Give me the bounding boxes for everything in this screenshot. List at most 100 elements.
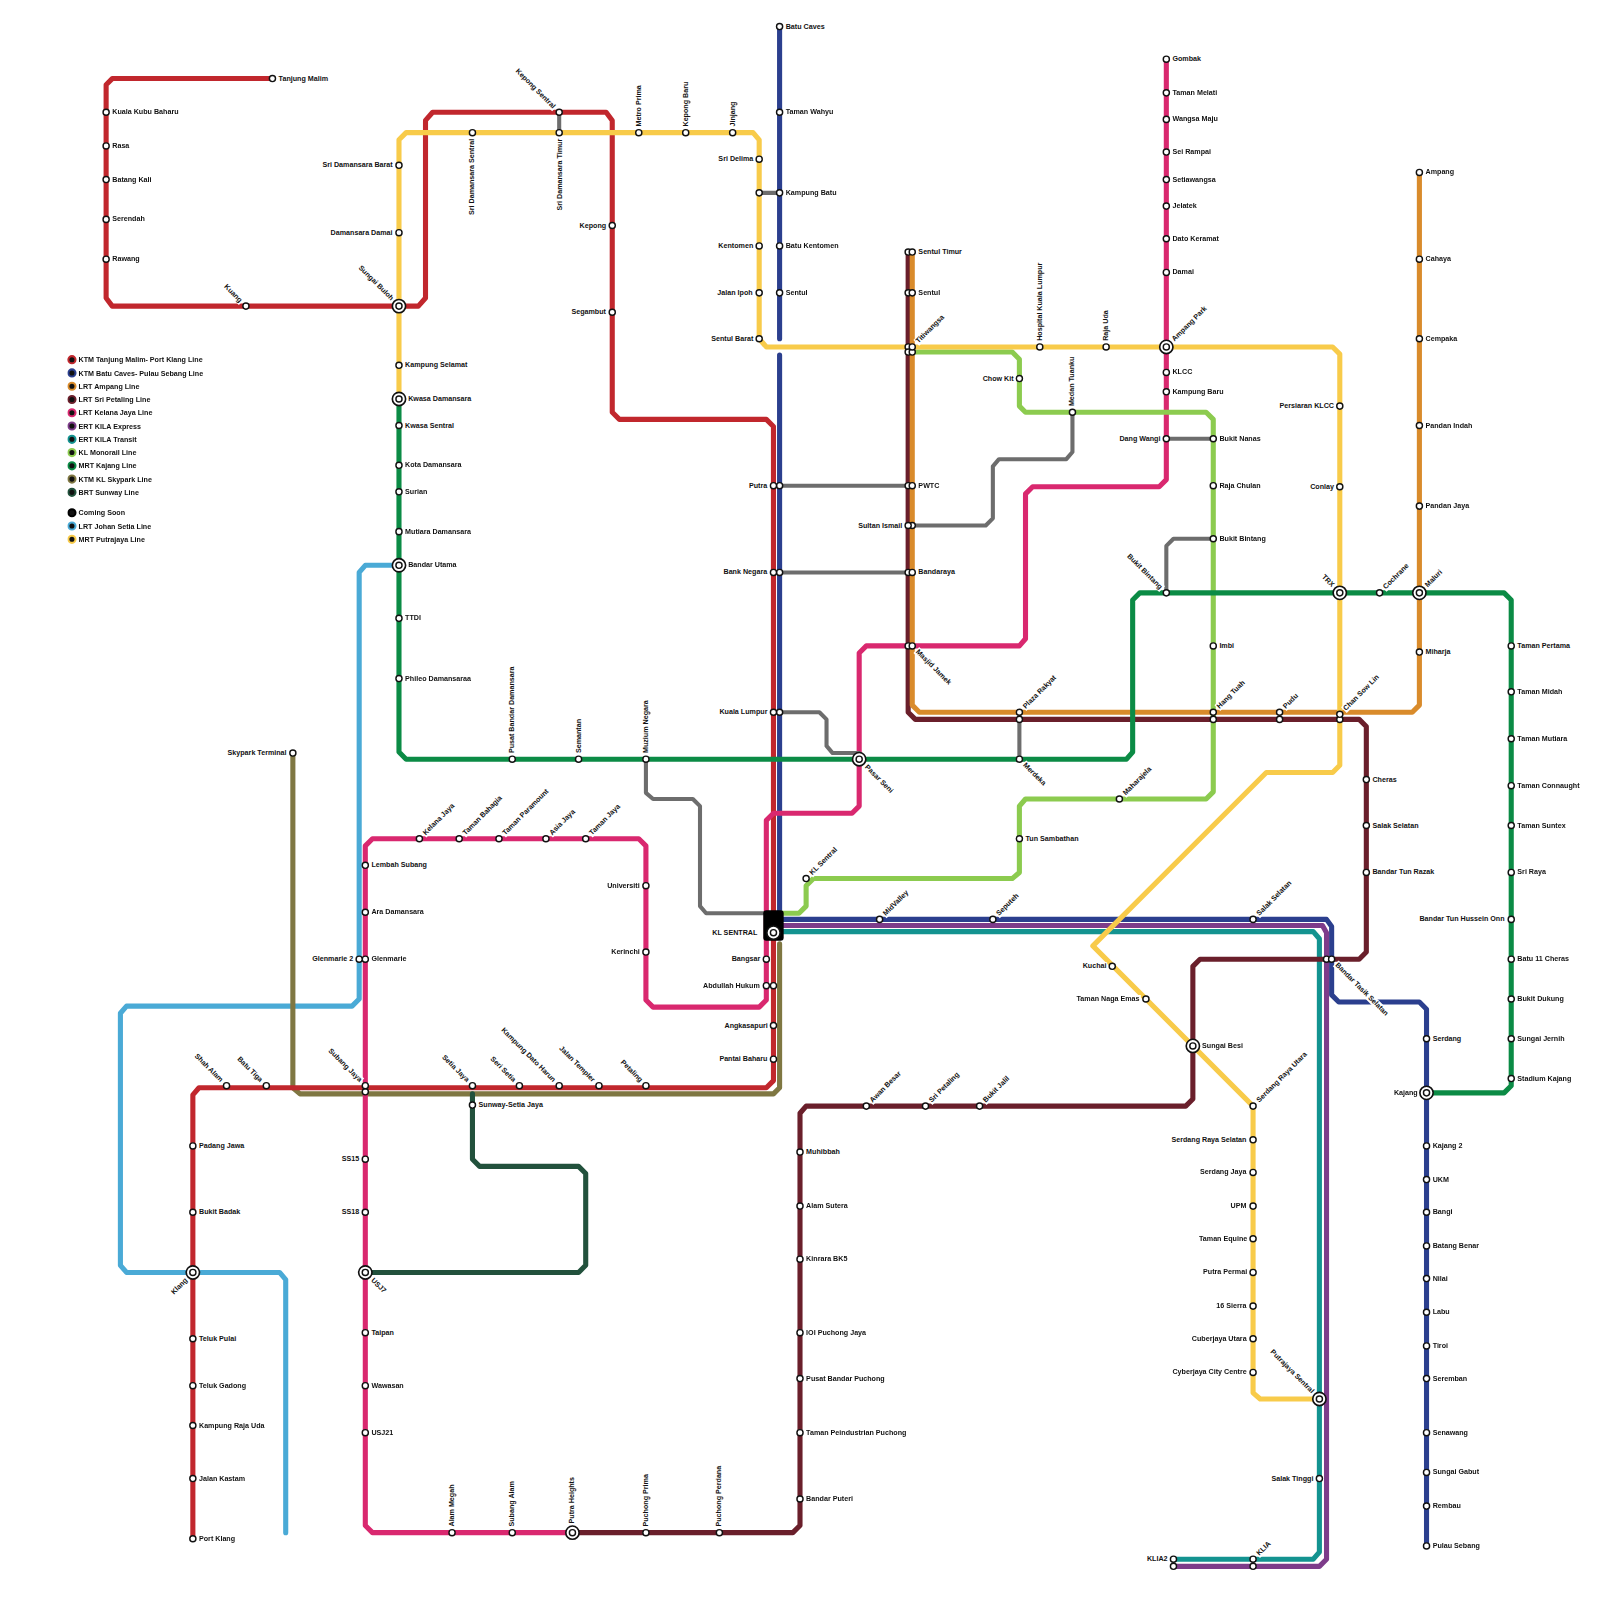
station-name: Dato Keramat [1171, 235, 1219, 243]
legend-text: Coming Soon [79, 508, 125, 517]
station-name: Bandaraya [917, 568, 956, 576]
station-name: Metro Prima [635, 84, 643, 127]
station-dot [863, 1103, 869, 1109]
station-dot [1423, 1177, 1429, 1183]
interchange-links [559, 112, 1213, 913]
station-name: Kwasa Damansara [407, 395, 472, 403]
station-dot [922, 1103, 928, 1109]
station-dot [1016, 756, 1022, 762]
station-dot [1210, 436, 1216, 442]
station-dot [770, 1056, 776, 1062]
station-name: Padang Jawa [198, 1142, 245, 1150]
station-name: Serdang Raya Selatan [1170, 1136, 1247, 1144]
station-name: Sentul [785, 289, 809, 297]
station-dot [1423, 1543, 1429, 1549]
station-dot [777, 569, 783, 575]
station-name: Dang Wangi [1118, 435, 1161, 443]
station-name: Salak Selatan [1371, 821, 1419, 829]
station-name: Salak Tinggi [1270, 1474, 1314, 1482]
station-name: Conlay [1309, 483, 1335, 491]
station-name: KLCC [1171, 368, 1193, 376]
station-name: Sentul [917, 289, 941, 297]
station-dot [190, 1209, 196, 1215]
station-dot [1423, 1469, 1429, 1475]
station-name: Damai [1171, 268, 1194, 276]
interchange-ring [1313, 1392, 1326, 1405]
legend-text: KTM Tanjung Malim- Port Klang Line [79, 355, 203, 364]
station-name: Ara Damansara [370, 908, 424, 916]
station-name: Wangsa Maju [1171, 115, 1218, 123]
station-dot [416, 836, 422, 842]
station-dot [1508, 736, 1514, 742]
station-dot [1508, 996, 1514, 1002]
station-dot [1508, 869, 1514, 875]
station-dot [469, 1102, 475, 1108]
station-dot [643, 756, 649, 762]
station-dot [643, 883, 649, 889]
station-name: Bandar Puteri [805, 1495, 854, 1503]
station-dot [1116, 796, 1122, 802]
station-name: Rembau [1432, 1502, 1462, 1510]
station-dot [977, 1103, 983, 1109]
legend-text: ERT KILA Transit [79, 434, 137, 443]
station-name: Setia Jaya [440, 1053, 472, 1085]
station-name: Persiaran KLCC [1279, 402, 1335, 410]
station-name: Sungai Gabut [1432, 1468, 1480, 1476]
station-dot [103, 143, 109, 149]
station-dot [1069, 409, 1075, 415]
station-name: Teluk Pulai [198, 1335, 237, 1343]
station-name: Putra [748, 482, 768, 490]
station-name: Kwasa Sentral [404, 421, 455, 429]
station-dot [596, 1083, 602, 1089]
legend-swatch [67, 508, 76, 517]
station-dot [356, 956, 362, 962]
station-name: Bandar Utama [407, 561, 457, 569]
station-name: Taman Bahagia [460, 794, 504, 838]
station-name: Taipan [370, 1329, 395, 1337]
station-dot [509, 1530, 515, 1536]
station-dot [730, 130, 736, 136]
station-dot [1337, 711, 1343, 717]
station-dot [756, 156, 762, 162]
station-name: Sri Damansara Barat [321, 161, 393, 169]
station-dot [797, 1149, 803, 1155]
station-name: Jinjang [729, 100, 737, 127]
station-dot [1508, 1036, 1514, 1042]
interchange-ring [856, 756, 862, 762]
station-dot [396, 362, 402, 368]
station-name: Serendah [111, 215, 146, 223]
erl-express-line [780, 926, 1327, 1567]
station-dot [1508, 916, 1514, 922]
station-name: Sri Petaling [926, 1070, 961, 1105]
station-name: Kajang [1393, 1089, 1419, 1097]
legend-swatch [67, 408, 76, 417]
interchange-ring [362, 1269, 368, 1275]
station-dot [909, 344, 915, 350]
station-dot [396, 615, 402, 621]
interchange-ring [1413, 586, 1426, 599]
station-name: Jalan Templer [557, 1044, 598, 1085]
interchange-ring [566, 1526, 579, 1539]
station-name: Masjid Jamek [913, 647, 953, 687]
station-dot [1416, 503, 1422, 509]
station-name: Maharajela [1120, 765, 1153, 798]
station-name: Jalan Ipoh [716, 289, 753, 297]
station-name: Taman Suntex [1516, 821, 1566, 829]
legend-text: LRT Johan Setia Line [79, 521, 152, 530]
interchange-ring [1186, 1039, 1199, 1052]
station-dot [1210, 643, 1216, 649]
station-dot [1250, 1236, 1256, 1242]
station-dot [803, 876, 809, 882]
station-name: Bukit Jalil [981, 1074, 1012, 1105]
station-name: Sri Delima [717, 155, 754, 163]
station-name: Kuang [222, 282, 245, 305]
station-name: Raja Uda [1102, 309, 1110, 342]
station-dot [1508, 956, 1514, 962]
station-name: Sri Raya [1516, 868, 1547, 876]
station-name: Sungai Besi [1201, 1042, 1244, 1050]
station-name: Kelana Jaya [420, 801, 456, 837]
station-dot [103, 216, 109, 222]
mrt-kajang-line [399, 399, 1511, 1093]
station-name: Chan Sow Lin [1341, 673, 1382, 714]
station-dot [609, 222, 615, 228]
